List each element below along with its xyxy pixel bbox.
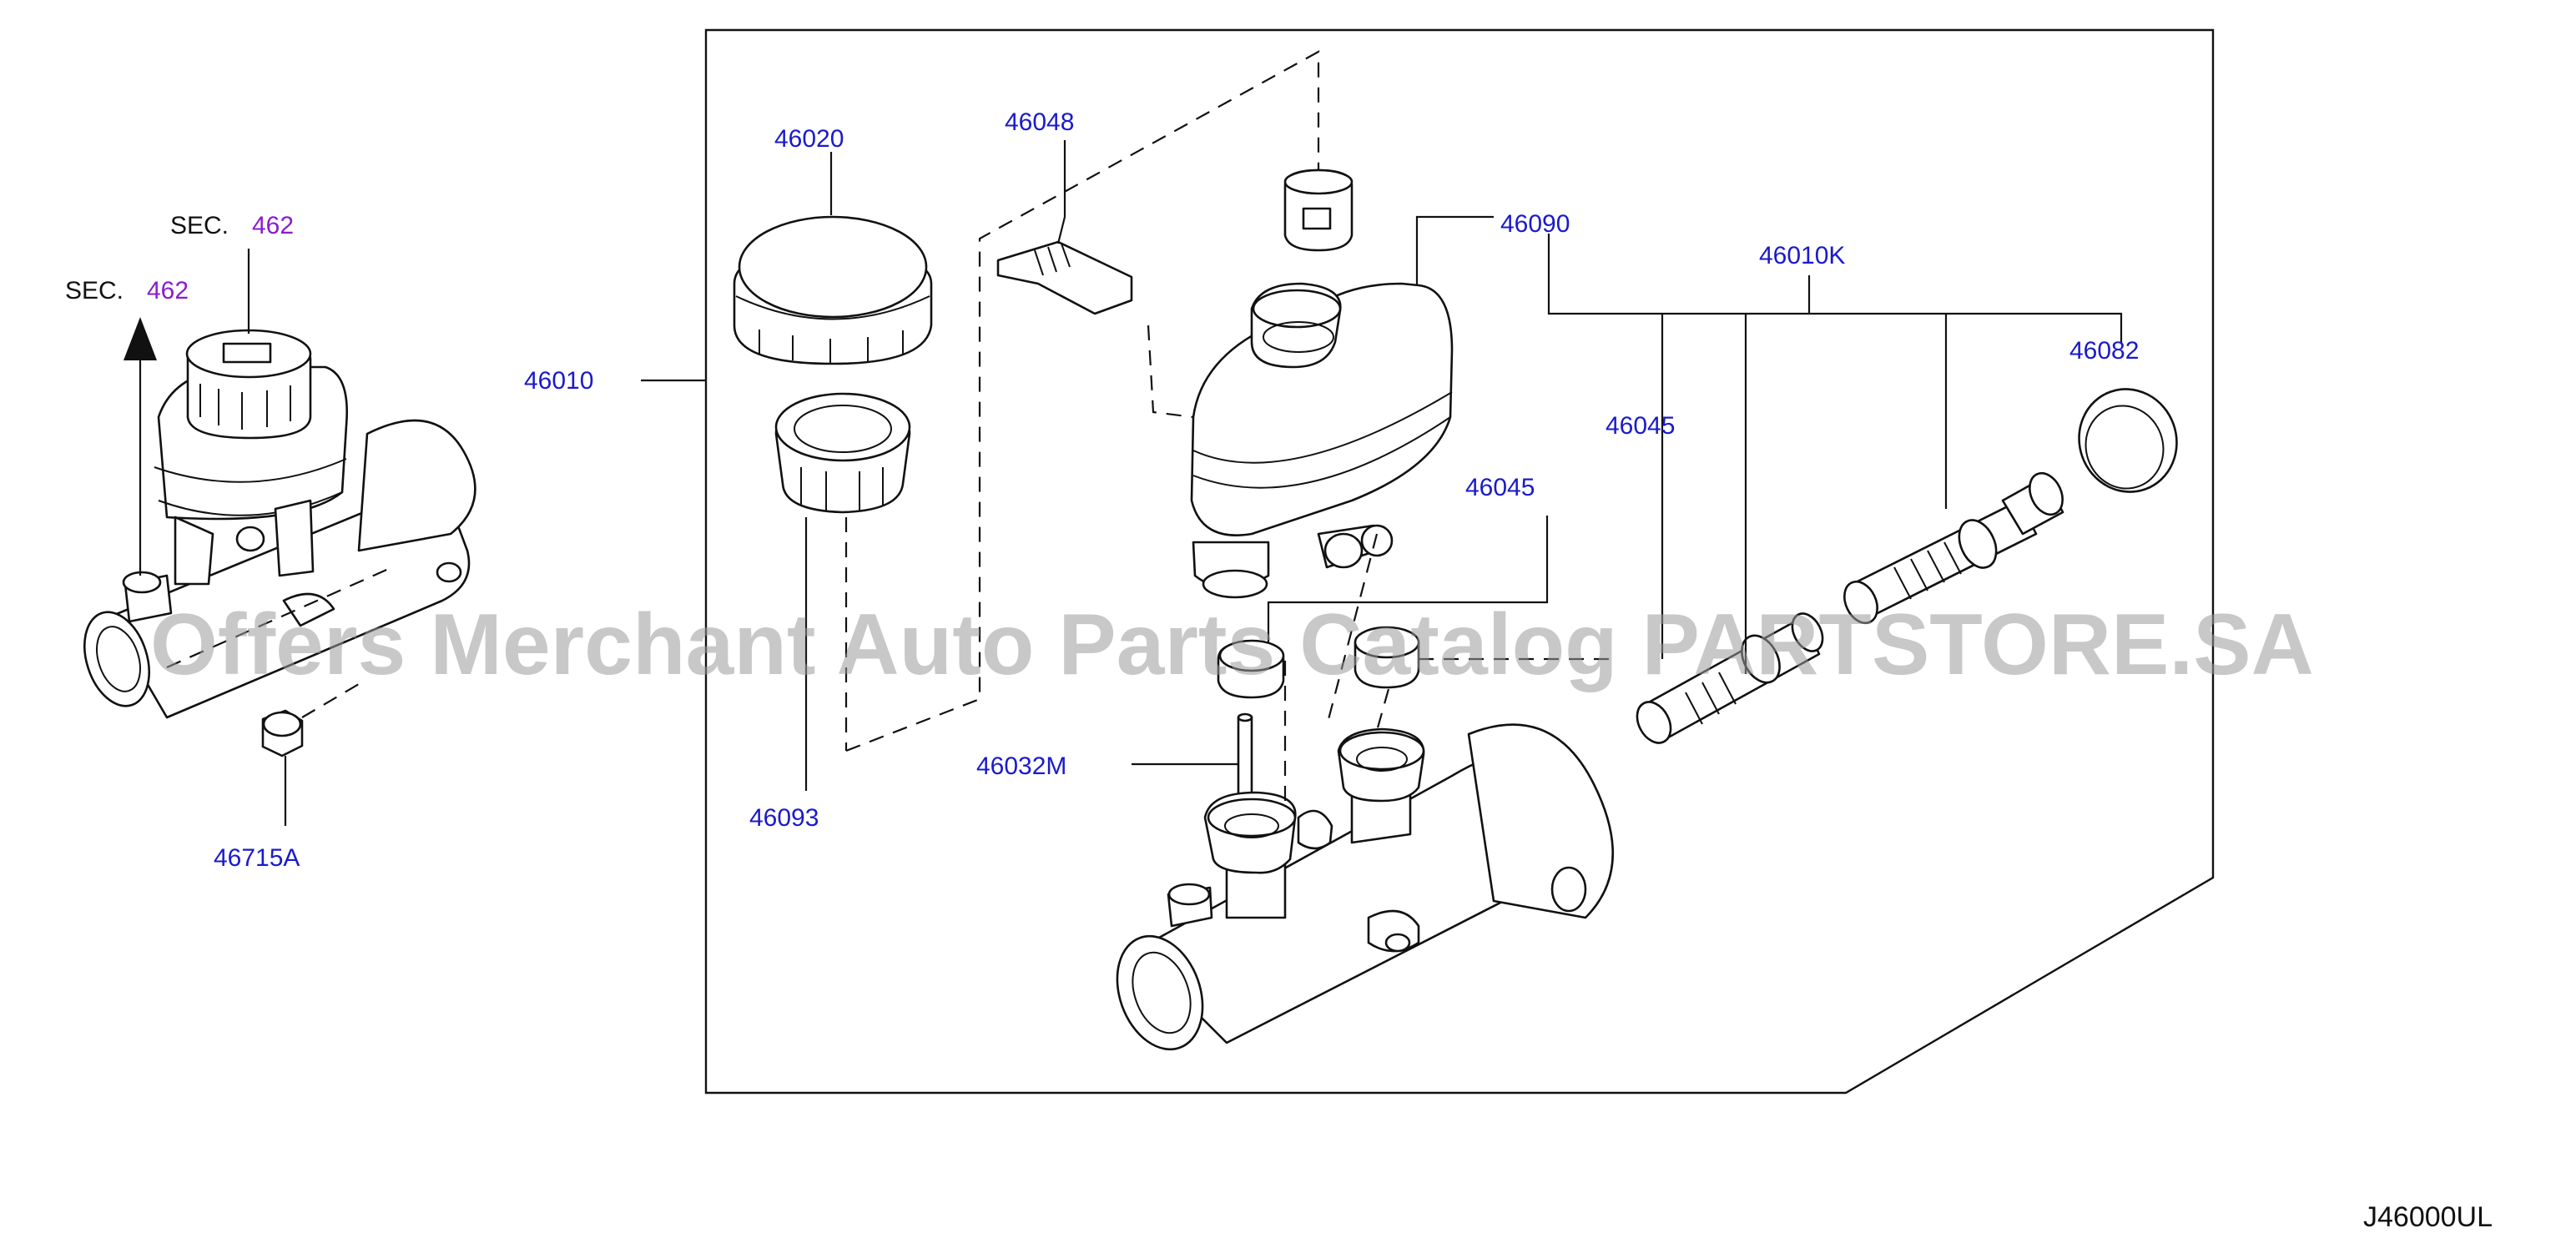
assembled-master-cylinder [83,329,476,757]
assembly-dashes [844,50,1611,801]
seal-46093-drawing [774,392,911,514]
assembly-frame [704,28,2215,1095]
nut-46715A-drawing [261,709,304,757]
grommet-46045-right-drawing [1354,626,1420,689]
piston-kit-upper-drawing [1843,471,2064,625]
section-arrow [124,317,157,576]
leader-lines [641,140,2123,791]
callout-46020[interactable]: 46020 [774,125,844,153]
callout-46010[interactable]: 46010 [524,367,593,395]
callout-46090[interactable]: 46090 [1500,210,1570,238]
bushing-drawing [1283,169,1354,252]
sec-number-lower[interactable]: 462 [147,277,189,304]
watermark: Offers Merchant Auto Parts Catalog PARTS… [150,596,2314,693]
sec-label-lower[interactable]: SEC. [65,277,124,304]
diagram-code: J46000UL [2363,1201,2493,1233]
callout-46045-upper[interactable]: 46045 [1606,412,1675,440]
piston-kit-lower-drawing [1636,612,1824,744]
sensor-46048-drawing [996,240,1133,315]
callout-46048[interactable]: 46048 [1005,108,1074,136]
reservoir-46090-drawing [1190,282,1454,599]
cap-46020-drawing [733,215,933,365]
callout-46093[interactable]: 46093 [749,804,819,832]
callout-46032M[interactable]: 46032M [976,752,1066,780]
sec-number-upper[interactable]: 462 [252,212,294,239]
sec-label-upper[interactable]: SEC. [170,212,229,239]
callout-46010K[interactable]: 46010K [1759,242,1845,269]
callout-46082[interactable]: 46082 [2069,337,2139,365]
callout-46045-lower[interactable]: 46045 [1465,474,1535,501]
pin-46032M-drawing [1237,712,1253,803]
callout-46715A[interactable]: 46715A [214,844,300,872]
ring-46082-drawing [2078,388,2178,493]
cylinder-body-drawing [1116,723,1614,1051]
grommet-46045-left-drawing [1217,639,1285,699]
